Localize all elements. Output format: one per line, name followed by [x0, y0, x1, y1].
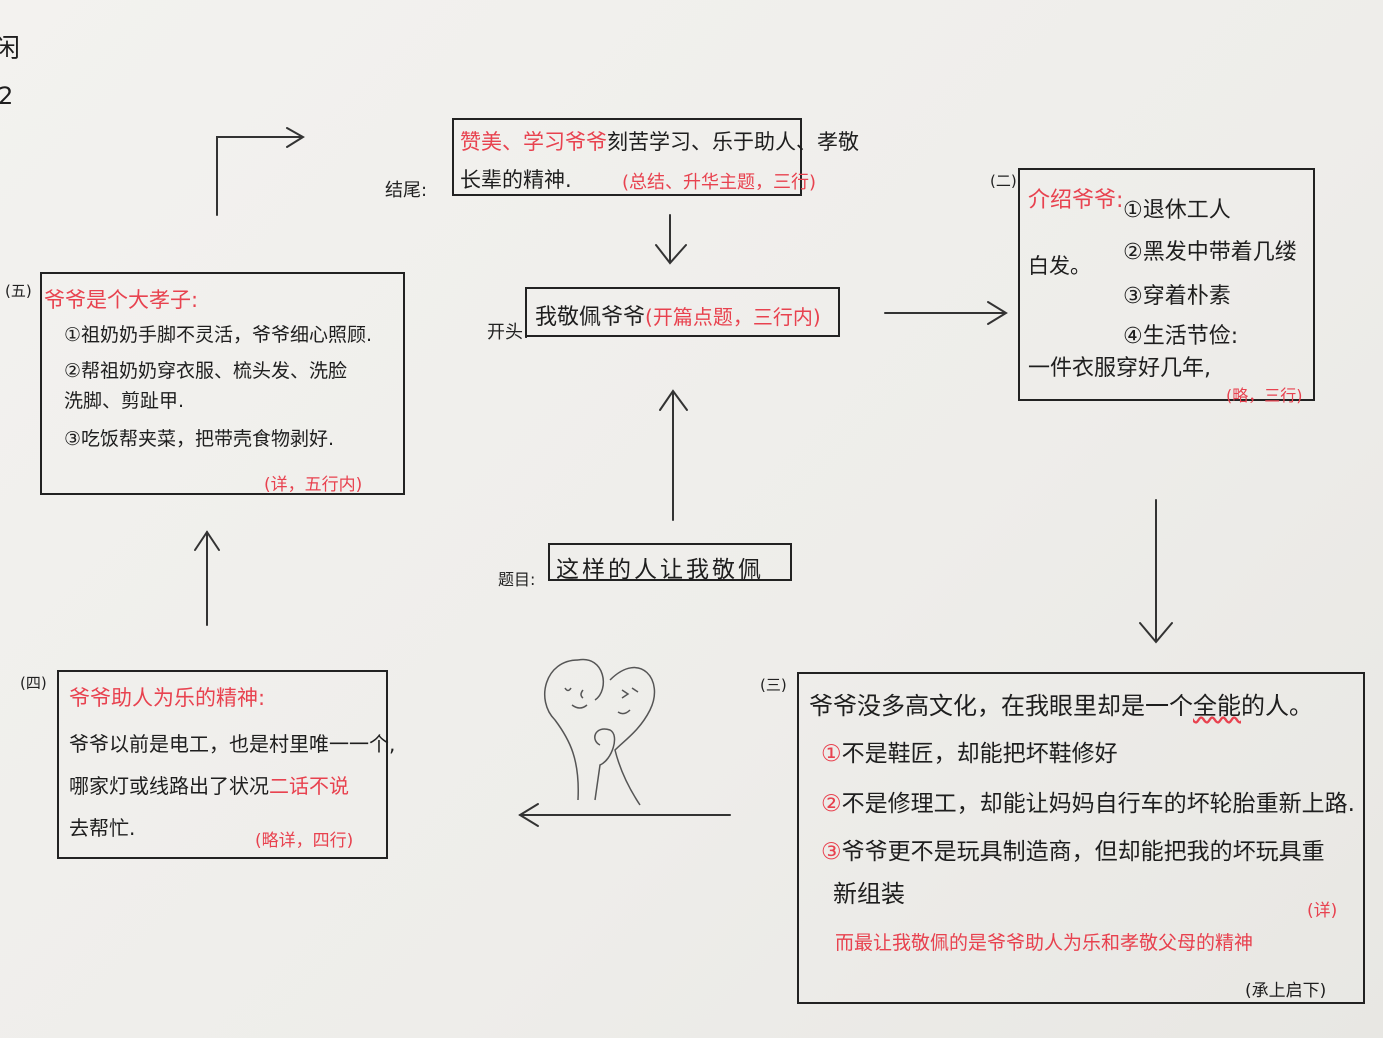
section3-item: 不是鞋匠，却能把坏鞋修好	[841, 741, 1118, 767]
section4-label: (四)	[20, 674, 47, 692]
section3-intro-emphasis: 全能	[1193, 692, 1241, 720]
section2-item: ②黑发中带着几缕	[1123, 240, 1297, 265]
arrow-title-to-opening	[659, 389, 688, 521]
section2-item: ③穿着朴素	[1123, 284, 1231, 309]
section3-item: 爷爷更不是玩具制造商，但却能把我的坏玩具重	[841, 839, 1325, 865]
arrow-ending-to-opening	[655, 214, 687, 265]
section5-line: 洗脚、剪趾甲.	[64, 390, 185, 412]
opening-text: 我敬佩爷爷	[535, 305, 646, 330]
ending-label: 结尾:	[385, 180, 428, 201]
section5-note: (详，五行内)	[264, 475, 363, 495]
section3-label: (三)	[760, 676, 787, 694]
ending-red-text: 赞美、学习爷爷	[460, 130, 607, 154]
ending-note: (总结、升华主题，三行)	[622, 172, 817, 193]
margin-mark: 闲	[0, 34, 21, 64]
arrow-section5-to-ending	[216, 127, 305, 216]
section4-emphasis: 二话不说	[269, 774, 349, 798]
arrow-section3-to-section4	[518, 803, 731, 827]
section2-box: 介绍爷爷: ①退休工人 ②黑发中带着几缕 白发。 ③穿着朴素 ④生活节俭: 一件…	[1018, 168, 1315, 405]
arrow-section4-to-section5	[194, 530, 220, 626]
ending-line2: 长辈的精神.	[460, 168, 572, 192]
section5-box: 爷爷是个大孝子: ①祖奶奶手脚不灵活，爷爷细心照顾. ②帮祖奶奶穿衣服、梳头发、…	[40, 272, 405, 495]
title-text: 这样的人让我敬佩	[556, 557, 764, 583]
arrow-opening-to-section2	[884, 301, 1008, 325]
section2-item: ①退休工人	[1123, 198, 1231, 223]
section4-box: 爷爷助人为乐的精神: 爷爷以前是电工，也是村里唯一一个, 哪家灯或线路出了状况二…	[57, 670, 395, 859]
ending-line1: 刻苦学习、乐于助人、孝敬	[607, 130, 859, 154]
section2-note: (略，三行)	[1226, 386, 1303, 405]
opening-box: 我敬佩爷爷(开篇点题，三行内)	[525, 287, 840, 337]
section4-line: 去帮忙.	[69, 816, 136, 840]
section3-item-number: ③	[821, 839, 842, 865]
section5-line: ③吃饭帮夹菜，把带壳食物剥好.	[64, 428, 335, 450]
title-label: 题目:	[498, 570, 536, 589]
section3-transition: (承上启下)	[1245, 981, 1327, 1001]
doodle-drawing	[543, 658, 656, 806]
opening-label: 开头:	[487, 322, 530, 343]
section2-item: 白发。	[1028, 254, 1091, 278]
section4-heading: 爷爷助人为乐的精神:	[69, 686, 266, 710]
section3-item-cont: 新组装	[833, 880, 905, 908]
section3-intro: 爷爷没多高文化，在我眼里却是一个	[809, 692, 1193, 720]
section2-item: ④生活节俭:	[1123, 324, 1239, 349]
title-box: 这样的人让我敬佩	[548, 543, 792, 583]
section3-note: (详)	[1307, 901, 1338, 921]
section3-box: 爷爷没多高文化，在我眼里却是一个全能的人。 ①不是鞋匠，却能把坏鞋修好 ②不是修…	[797, 672, 1365, 1004]
ending-box: 赞美、学习爷爷刻苦学习、乐于助人、孝敬 长辈的精神. (总结、升华主题，三行)	[452, 118, 859, 196]
section4-note: (略详，四行)	[255, 831, 354, 851]
section4-line: 爷爷以前是电工，也是村里唯一一个,	[69, 732, 396, 756]
section5-heading: 爷爷是个大孝子:	[44, 288, 199, 312]
section5-line: ①祖奶奶手脚不灵活，爷爷细心照顾.	[64, 324, 373, 346]
margin-mark: 2	[0, 82, 14, 110]
section3-item-number: ②	[821, 791, 842, 817]
section2-label: (二)	[990, 172, 1017, 190]
arrow-section2-to-section3	[1139, 499, 1173, 644]
section3-intro-end: 的人。	[1241, 692, 1313, 720]
section3-item: 不是修理工，却能让妈妈自行车的坏轮胎重新上路.	[841, 791, 1355, 817]
section5-label: (五)	[5, 282, 32, 300]
section5-line: ②帮祖奶奶穿衣服、梳头发、洗脸	[64, 360, 348, 382]
section3-summary: 而最让我敬佩的是爷爷助人为乐和孝敬父母的精神	[835, 932, 1254, 954]
section2-heading: 介绍爷爷:	[1028, 188, 1124, 213]
section2-item: 一件衣服穿好几年,	[1028, 356, 1211, 381]
opening-note: (开篇点题，三行内)	[645, 305, 821, 329]
section3-item-number: ①	[821, 741, 842, 767]
section4-line: 哪家灯或线路出了状况	[69, 774, 269, 798]
